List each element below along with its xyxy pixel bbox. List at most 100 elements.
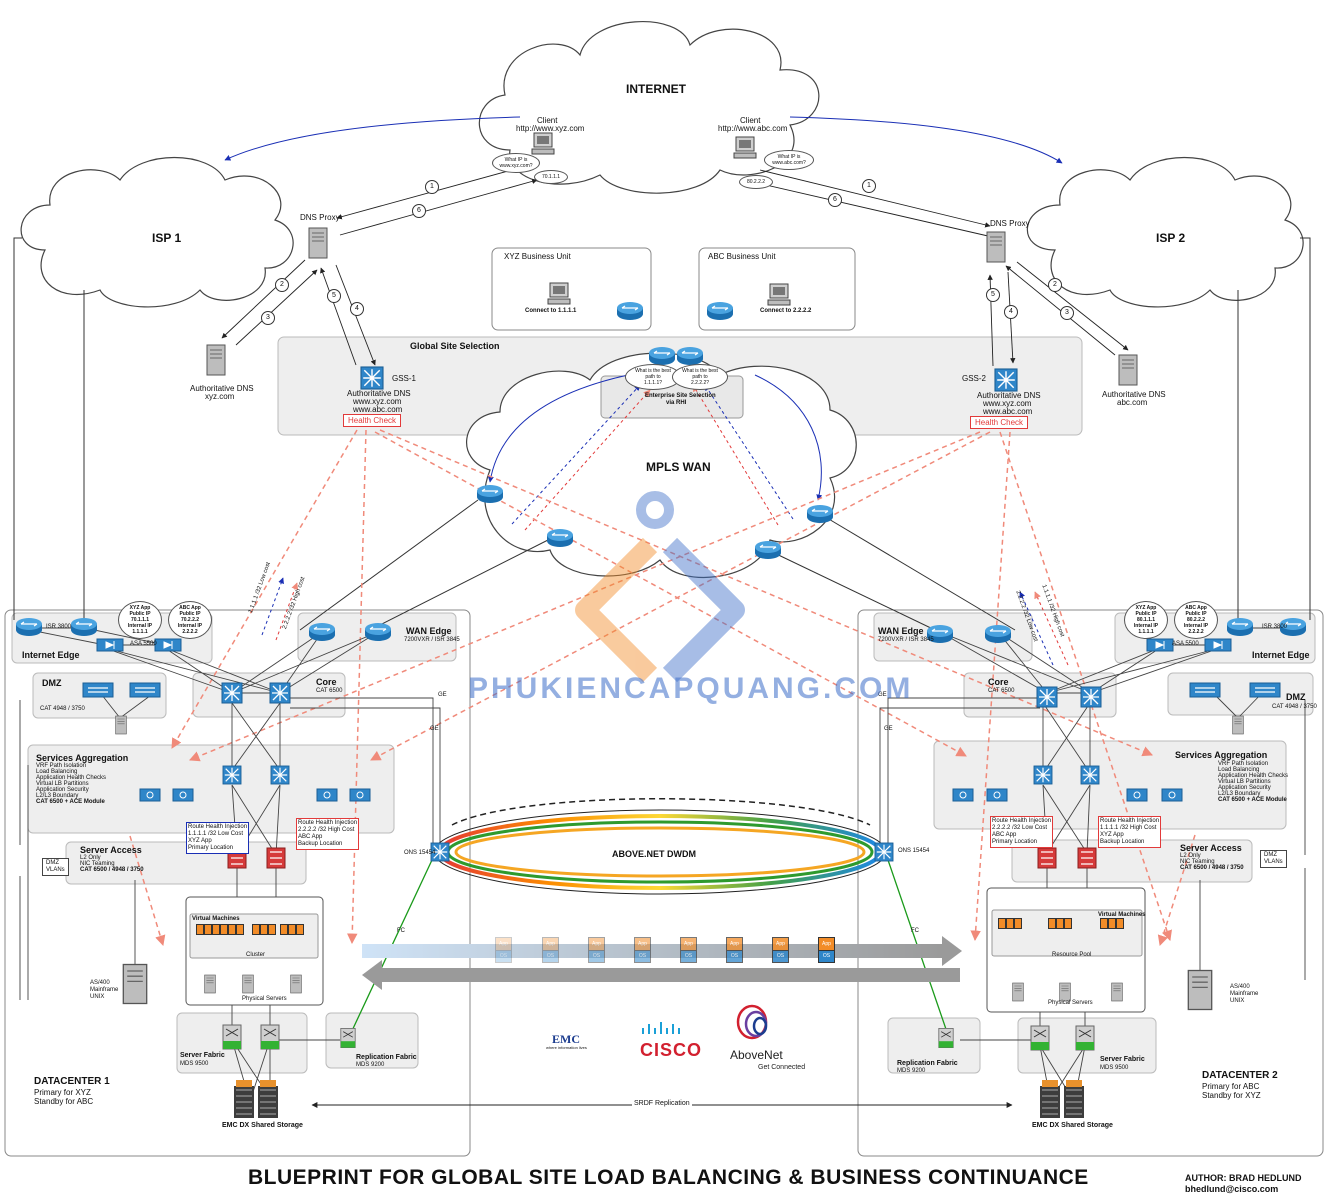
dc1-access-switch-2-icon	[266, 847, 286, 869]
isp2-cloud	[1026, 156, 1304, 308]
dc1-rhi-left-l2: 1.1.1.1 /32 Low Cost	[188, 830, 244, 837]
replication-arrows	[362, 936, 962, 990]
auth-dns-left-line2: xyz.com	[205, 392, 235, 401]
gss2-auth-2: www.xyz.com	[983, 399, 1032, 408]
srdf-label: SRDF Replication	[632, 1100, 692, 1109]
dc2-storage: EMC DX Shared Storage	[1032, 1122, 1113, 1129]
gss2-auth-3: www.abc.com	[983, 407, 1033, 416]
step-5-right: 5	[986, 288, 1000, 302]
dc2-replication-fabric: Replication Fabric	[897, 1060, 958, 1067]
dc1-dmz-switch-1-icon	[82, 682, 114, 698]
step-3-left: 3	[261, 311, 275, 325]
gss2-auth-1: Authoritative DNS	[977, 391, 1041, 400]
dc1-dmz-switch-2-icon	[129, 682, 161, 698]
dc1-abc-app-l1: ABC App	[179, 605, 201, 611]
vm-mini-tile	[196, 924, 204, 935]
dc1-cluster: Cluster	[246, 952, 266, 958]
dc1-mf-l2: Mainframe	[90, 986, 119, 993]
mpls-router-se-icon	[754, 540, 782, 560]
dc2-server-fabric-1-icon	[1030, 1025, 1050, 1051]
dc1-phys-server-1-icon	[204, 974, 216, 994]
cisco-logo: CISCO	[640, 1040, 703, 1060]
client-left-pc-icon	[531, 132, 555, 155]
gss1-auth-3: www.abc.com	[353, 405, 403, 414]
dc2-sa-2: CAT 6500 / 4948 / 3750	[1180, 865, 1244, 871]
dc2-replication-sub: MDS 9200	[897, 1068, 926, 1074]
vm-mini-tile	[1056, 918, 1064, 929]
dc2-ace-1-icon	[952, 788, 974, 802]
dc1-services-4: Application Security	[36, 787, 89, 793]
internet-label: INTERNET	[626, 82, 686, 96]
dc1-ons: ONS 15454	[404, 850, 436, 856]
vm-mini-tile	[212, 924, 220, 935]
dc1-xyz-app-l1: XYZ App	[129, 605, 151, 611]
internet-cloud	[478, 21, 820, 194]
dc2-ge-1: GE	[878, 692, 887, 698]
step-6-right: 6	[828, 193, 842, 207]
vm-mini-tile	[236, 924, 244, 935]
dc2-phys-server-2-icon	[1059, 982, 1071, 1002]
dc2-isr-router-1-icon	[1226, 617, 1254, 637]
dc2-services-title: Services Aggregation	[1175, 750, 1268, 760]
dc2-services-3: Virtual LB Partitions	[1218, 779, 1271, 785]
abc-bu-title: ABC Business Unit	[708, 252, 776, 261]
xyz-bu-router-icon	[616, 301, 644, 321]
step-2-left: 2	[275, 278, 289, 292]
dc1-server-fabric-1-icon	[222, 1024, 242, 1050]
os-tile-label: OS	[818, 951, 835, 963]
dc2-phys-server-1-icon	[1012, 982, 1024, 1002]
dc2-server-fabric-2-icon	[1075, 1025, 1095, 1051]
abovenet-sub: Get Connected	[758, 1064, 806, 1071]
dc1-server-access: Server Access	[80, 845, 142, 855]
auth-dns-left-line1: Authoritative DNS	[190, 384, 254, 393]
dc1-services-6: CAT 6500 + ACE Module	[36, 799, 105, 805]
page-title: BLUEPRINT FOR GLOBAL SITE LOAD BALANCING…	[248, 1166, 1089, 1189]
dc1-replication-fabric: Replication Fabric	[356, 1054, 417, 1061]
dc2-vm-title: Virtual Machines	[1098, 912, 1146, 918]
dc1-services-title: Services Aggregation	[36, 753, 129, 763]
dc2-replication-switch-icon	[938, 1028, 954, 1048]
dc1-core-switch-2-icon	[269, 682, 291, 704]
dc2-physical-servers: Physical Servers	[1048, 1000, 1093, 1006]
app-tile-label: App	[634, 937, 651, 951]
dc1-ace-2-icon	[172, 788, 194, 802]
dc2-internet-edge: Internet Edge	[1252, 650, 1310, 660]
app-tile-label: App	[726, 937, 743, 951]
author-line2: bhedlund@cisco.com	[1185, 1184, 1279, 1194]
dc1-physical-servers: Physical Servers	[242, 996, 287, 1002]
ip-right: 80.2.2.2	[739, 175, 773, 189]
dc2-title: DATACENTER 2	[1202, 1070, 1278, 1081]
dc2-access-switch-1-icon	[1037, 847, 1057, 869]
dc1-mf-l3: UNIX	[90, 993, 105, 1000]
bestpath-left-1: What is the best path to	[635, 368, 671, 380]
dc1-dmz: DMZ	[42, 678, 62, 688]
app-tile-label: App	[680, 937, 697, 951]
vm-mini-tile	[252, 924, 260, 935]
watermark-text: PHUKIENCAPQUANG.COM	[468, 672, 914, 705]
dc2-services-0: VRF Path Isolation	[1218, 761, 1269, 767]
dc2-abc-app-l1: ABC App	[1185, 605, 1207, 611]
dc2-agg-switch-2-icon	[1080, 765, 1100, 785]
abovenet-logo: AboveNet	[730, 1048, 783, 1062]
dc2-services-5: L2/L3 Boundary	[1218, 791, 1261, 797]
abovenet-logo-mark	[736, 1004, 768, 1040]
dc1-rhi-left-l4: Primary Location	[188, 844, 234, 851]
dc1-internet-edge: Internet Edge	[22, 650, 80, 660]
app-tile-label: App	[542, 937, 559, 951]
mpls-router-west-icon	[476, 484, 504, 504]
dc1-wan-router-1-icon	[308, 622, 336, 642]
dns-proxy-left: DNS Proxy	[300, 213, 340, 222]
gss1-auth-1: Authoritative DNS	[347, 389, 411, 398]
dc1-isr-router-2-icon	[70, 617, 98, 637]
mpls-pe-router-2-icon	[676, 346, 704, 366]
vm-mini-tile	[1116, 918, 1124, 929]
os-tile-label: OS	[772, 951, 789, 963]
dc2-core: Core	[988, 677, 1009, 687]
dc2-ace-4-icon	[1161, 788, 1183, 802]
dc1-rhi-left-l3: XYZ App	[188, 837, 212, 844]
